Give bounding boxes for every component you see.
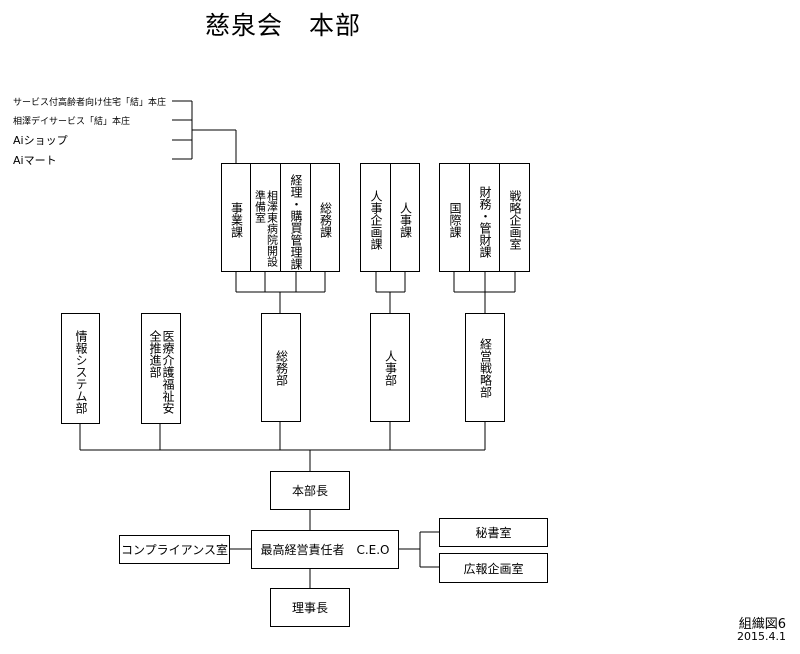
dept-label: 情報システム部 [74, 330, 88, 414]
section-jinjika: 人事課 [390, 163, 420, 272]
section-keiri: 経理・購買管理課 [280, 163, 311, 272]
dept-keiei-senryaku: 経営戦略部 [465, 313, 505, 422]
ceo-box: 最高経営責任者 C.E.O [251, 530, 399, 569]
section-label: 人事課 [398, 202, 413, 238]
compliance-box: コンプライアンス室 [119, 535, 230, 564]
hisho-box: 秘書室 [439, 518, 548, 547]
dept-somubu: 総務部 [261, 313, 301, 422]
honbucho-box: 本部長 [270, 471, 350, 510]
section-label: 戦略企画室 [508, 190, 522, 250]
dept-label: 総務部 [274, 350, 289, 386]
section-label: 相澤東病院開設準備室 [253, 190, 279, 267]
affiliate-label: Aiショップ [13, 134, 68, 147]
section-jinji-kikaku: 人事企画課 [360, 163, 391, 272]
section-somuka: 総務課 [310, 163, 340, 272]
affiliate-label: サービス付高齢者向け住宅「結」本庄 [13, 98, 167, 108]
dept-label: 医療介護福祉安全推進部 [148, 330, 175, 414]
affiliate-label: 相澤デイサービス「結」本庄 [13, 117, 131, 127]
section-label: 経理・購買管理課 [289, 174, 303, 270]
ceo-label: 最高経営責任者 C.E.O [260, 543, 390, 557]
rijicho-box: 理事長 [270, 588, 350, 627]
dept-iryo-anzen: 医療介護福祉安全推進部 [141, 313, 181, 424]
chart-date: 2015.4.1 [737, 630, 786, 643]
dept-label: 経営戦略部 [478, 338, 493, 398]
section-kaisetsu: 相澤東病院開設準備室 [250, 163, 281, 272]
section-label: 国際課 [448, 202, 462, 238]
rijicho-label: 理事長 [291, 601, 328, 615]
section-kokusai: 国際課 [439, 163, 470, 272]
section-label: 事業課 [229, 202, 244, 238]
koho-box: 広報企画室 [439, 553, 548, 583]
compliance-label: コンプライアンス室 [121, 543, 228, 557]
section-jigyo: 事業課 [221, 163, 251, 272]
section-senryaku-kikaku: 戦略企画室 [499, 163, 530, 272]
honbucho-label: 本部長 [291, 484, 328, 498]
section-label: 総務課 [318, 202, 333, 238]
dept-label: 人事部 [383, 350, 398, 386]
section-label: 財務・管財課 [478, 186, 492, 258]
affiliate-label: Aiマート [13, 154, 57, 167]
page-title: 慈泉会 本部 [205, 11, 362, 40]
section-label: 人事企画課 [369, 190, 383, 250]
hisho-label: 秘書室 [475, 526, 512, 540]
section-zaimu: 財務・管財課 [469, 163, 500, 272]
chart-label: 組織図6 [738, 617, 786, 632]
koho-label: 広報企画室 [463, 561, 524, 576]
dept-jinjibu: 人事部 [370, 313, 410, 422]
dept-joho: 情報システム部 [61, 313, 100, 424]
